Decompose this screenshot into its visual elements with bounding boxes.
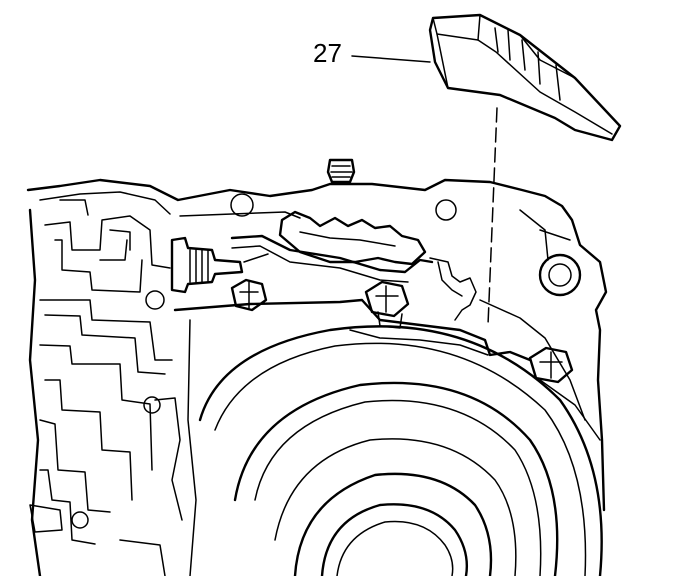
detent-lever [278,210,477,321]
mounting-bracket [173,298,532,576]
bolt-right [528,346,574,384]
callout-label-27: 27 [313,38,342,68]
valve-body-cover [428,13,622,142]
alignment-line [487,107,498,326]
valve-body-channels [28,199,183,576]
top-stud [326,158,356,184]
solenoid-assembly [170,234,434,294]
case-ribs-right [479,209,601,441]
pump-housing [198,325,603,576]
callout-leader-line [351,55,431,63]
transmission-case [26,178,608,512]
